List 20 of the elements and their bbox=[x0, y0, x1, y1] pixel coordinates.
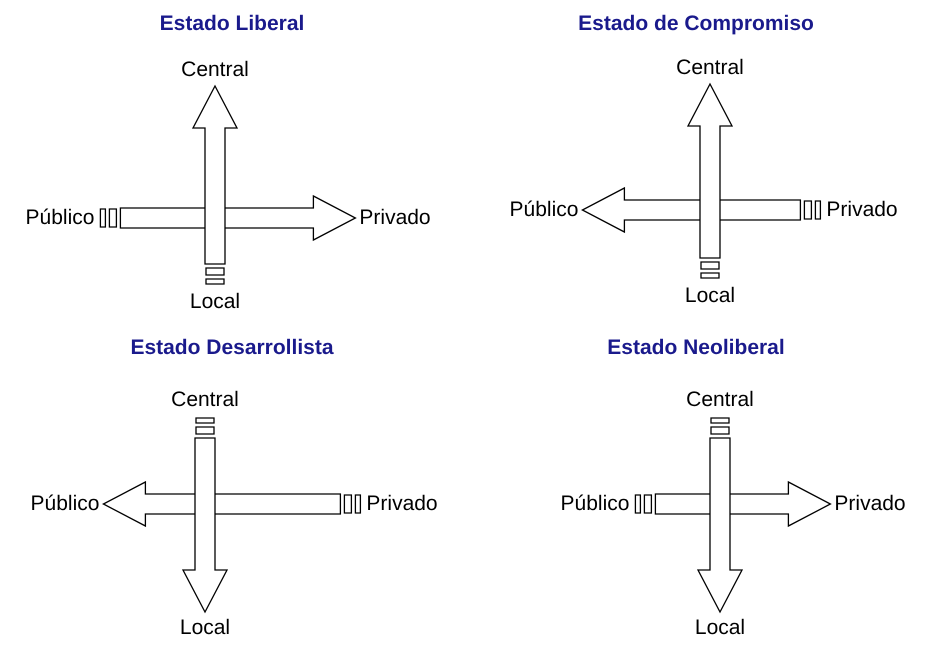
axis-label: Público bbox=[560, 492, 630, 516]
axis-label: Privado bbox=[359, 206, 431, 230]
axis-label: Central bbox=[676, 56, 744, 80]
axis-label: Local bbox=[684, 284, 736, 308]
axis-label: Privado bbox=[826, 198, 898, 222]
panel-title: Estado Desarrollista bbox=[129, 336, 335, 360]
axis-label: Público bbox=[30, 492, 100, 516]
axis-label: Privado bbox=[834, 492, 906, 516]
axis-label: Público bbox=[510, 198, 578, 222]
axis-label: Central bbox=[181, 58, 249, 82]
axis-label: Público bbox=[26, 206, 94, 230]
panel-title: Estado Liberal bbox=[158, 12, 306, 36]
axis-label: Local bbox=[190, 290, 240, 314]
axis-label: Central bbox=[171, 388, 239, 412]
axis-label: Local bbox=[180, 616, 230, 640]
axis-label: Local bbox=[694, 616, 746, 640]
axis-label: Central bbox=[686, 388, 754, 412]
axis-label: Privado bbox=[366, 492, 438, 516]
panel-title: Estado de Compromiso bbox=[577, 12, 815, 36]
panel-title: Estado Neoliberal bbox=[606, 336, 786, 360]
